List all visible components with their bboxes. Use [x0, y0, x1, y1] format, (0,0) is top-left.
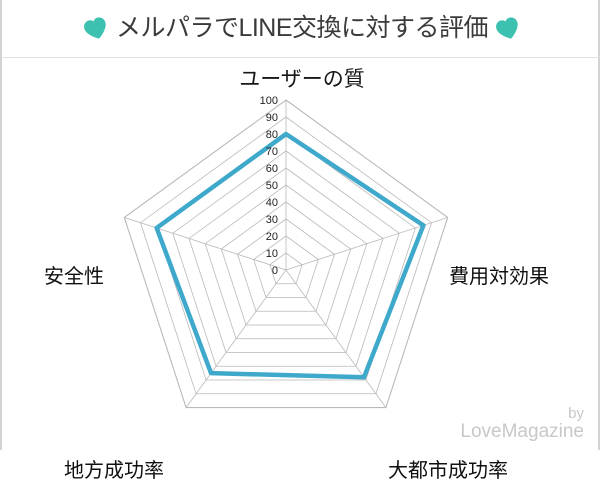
- radar-gridline: [253, 235, 319, 298]
- radar-tick-label: 90: [266, 112, 278, 124]
- radar-data-series: [154, 131, 426, 380]
- heart-icon: [495, 16, 521, 42]
- radar-gridline: [269, 252, 303, 285]
- chart-axis-label-top: ユーザーの質: [239, 68, 365, 91]
- radar-gridline: [123, 99, 449, 409]
- radar-spoke: [124, 217, 287, 271]
- radar-tick-label: 20: [266, 231, 278, 243]
- radar-gridline: [140, 116, 432, 395]
- radar-tick-label: 30: [266, 214, 278, 226]
- heart-icon: [83, 16, 109, 42]
- chart-axis-label-bottom-left: 地方成功率: [64, 460, 164, 482]
- radar-spoke: [185, 269, 287, 408]
- radar-plot-area: 0 10 20 30 40 50 60 70 80 90 100: [123, 95, 449, 409]
- radar-tick-label: 70: [266, 146, 278, 158]
- radar-tick-label: 0: [272, 265, 278, 277]
- radar-tick-label: 100: [260, 95, 278, 107]
- chart-axis-label-right: 費用対効果: [449, 266, 549, 288]
- header-banner: メルパラでLINE交換に対する評価: [2, 0, 600, 58]
- chart-axis-label-left: 安全性: [44, 266, 104, 288]
- radar-gridline: [172, 150, 400, 367]
- radar-spoke: [285, 269, 387, 408]
- radar-tick-label: 40: [266, 197, 278, 209]
- radar-tick-label: 80: [266, 129, 278, 141]
- radar-tick-label: 10: [266, 248, 278, 260]
- radar-tick-label: 60: [266, 163, 278, 175]
- header-content: メルパラでLINE交換に対する評価: [83, 16, 521, 42]
- radar-gridlines: [123, 99, 449, 409]
- chart-axis-label-bottom-right: 大都市成功率: [388, 460, 508, 482]
- radar-tick-labels: 0 10 20 30 40 50 60 70 80 90 100: [260, 95, 278, 277]
- page-title: メルパラでLINE交換に対する評価: [115, 14, 489, 42]
- radar-gridline: [220, 201, 352, 326]
- radar-gridline: [188, 167, 384, 353]
- radar-spokes: [124, 100, 448, 408]
- radar-gridline: [204, 184, 368, 340]
- radar-tick-label: 50: [266, 180, 278, 192]
- radar-gridline: [237, 218, 335, 312]
